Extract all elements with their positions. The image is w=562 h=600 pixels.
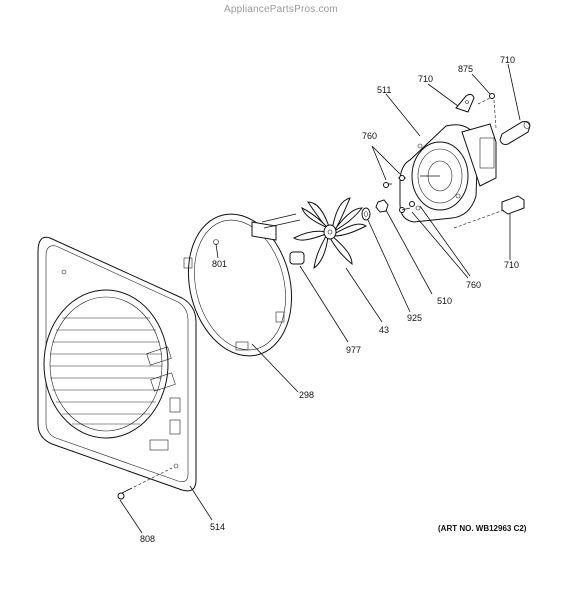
screw-760-c [399, 207, 411, 213]
callout-875: 875 [458, 64, 473, 74]
washer-925 [361, 207, 371, 221]
callout-801: 801 [212, 259, 227, 269]
callout-760-left: 760 [362, 131, 377, 141]
callout-760-right: 760 [466, 280, 481, 290]
callout-808: 808 [140, 534, 155, 544]
callout-510: 510 [437, 296, 452, 306]
screw-875 [489, 93, 495, 99]
plug-710-right [499, 121, 531, 145]
screw-808 [117, 487, 133, 500]
fan-blade [293, 197, 367, 270]
spacer-977 [289, 251, 305, 265]
grille-slots [50, 317, 162, 425]
callout-710-top: 710 [418, 74, 433, 84]
callout-514: 514 [210, 522, 225, 532]
callout-511: 511 [377, 85, 391, 95]
heating-element-ring [183, 213, 301, 357]
watermark: AppliancePartsPros.com [224, 4, 338, 15]
screw-760-a [383, 182, 392, 188]
callout-710-bottom: 710 [504, 260, 519, 270]
clip-710-top [455, 93, 475, 113]
back-panel [37, 236, 197, 492]
nut-510 [375, 199, 389, 213]
callout-977: 977 [346, 345, 361, 355]
callout-925: 925 [407, 313, 422, 323]
callout-43: 43 [379, 325, 389, 335]
screw-760-d [409, 201, 415, 207]
callout-710-top-right: 710 [500, 55, 515, 65]
convection-motor [399, 123, 497, 223]
callout-298: 298 [299, 390, 314, 400]
clip-710-bottom [501, 195, 525, 215]
art-number: (ART NO. WB12963 C2) [438, 524, 527, 533]
screw-760-b [398, 175, 406, 181]
